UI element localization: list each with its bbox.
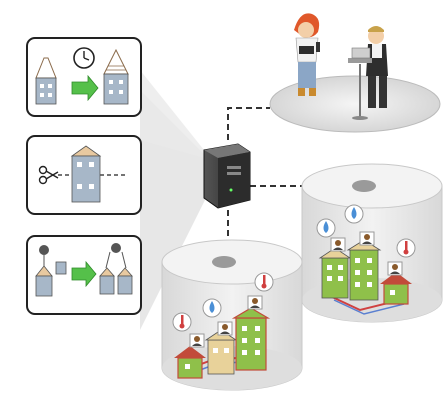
operator-avatar-icon — [247, 295, 263, 310]
building-icon — [380, 272, 412, 305]
operator-avatar-icon — [330, 237, 346, 252]
building-icon — [174, 346, 206, 379]
panel-time-evolution — [26, 37, 142, 117]
operator-avatar-icon — [359, 231, 375, 246]
arrow-right-icon — [71, 260, 97, 288]
server-icon — [203, 143, 251, 209]
building-icon — [204, 329, 238, 375]
operator-avatar-icon — [387, 261, 403, 276]
thermometer-icon — [254, 272, 274, 292]
thermometer-icon — [172, 312, 192, 332]
building-icon — [70, 145, 102, 203]
pulley-building-icon — [35, 245, 67, 297]
left-cluster-environment — [161, 239, 303, 391]
woman-with-phone-figure — [294, 13, 320, 96]
link-server-operators — [227, 107, 270, 140]
panel-replicate — [26, 235, 142, 315]
water-drop-icon — [202, 298, 222, 318]
duplicated-buildings-icon — [99, 243, 133, 295]
man-at-laptop-figure — [348, 26, 388, 120]
scissors-icon — [38, 165, 59, 185]
right-cluster-environment — [301, 163, 443, 323]
panel-cut-split — [26, 135, 142, 215]
building-modified-icon — [103, 48, 129, 105]
operator-avatar-icon — [189, 333, 205, 348]
operator-platform — [269, 75, 441, 133]
operator-avatar-icon — [217, 321, 233, 336]
building-icon — [35, 57, 57, 105]
building-icon — [231, 307, 271, 371]
water-drop-icon — [316, 218, 336, 238]
projection-beam-upper — [140, 70, 212, 160]
thermometer-icon — [396, 238, 416, 258]
building-icon — [318, 247, 352, 299]
building-icon — [346, 239, 382, 301]
clock-icon — [73, 47, 95, 69]
water-drop-icon — [344, 204, 364, 224]
arrow-right-icon — [71, 74, 99, 102]
